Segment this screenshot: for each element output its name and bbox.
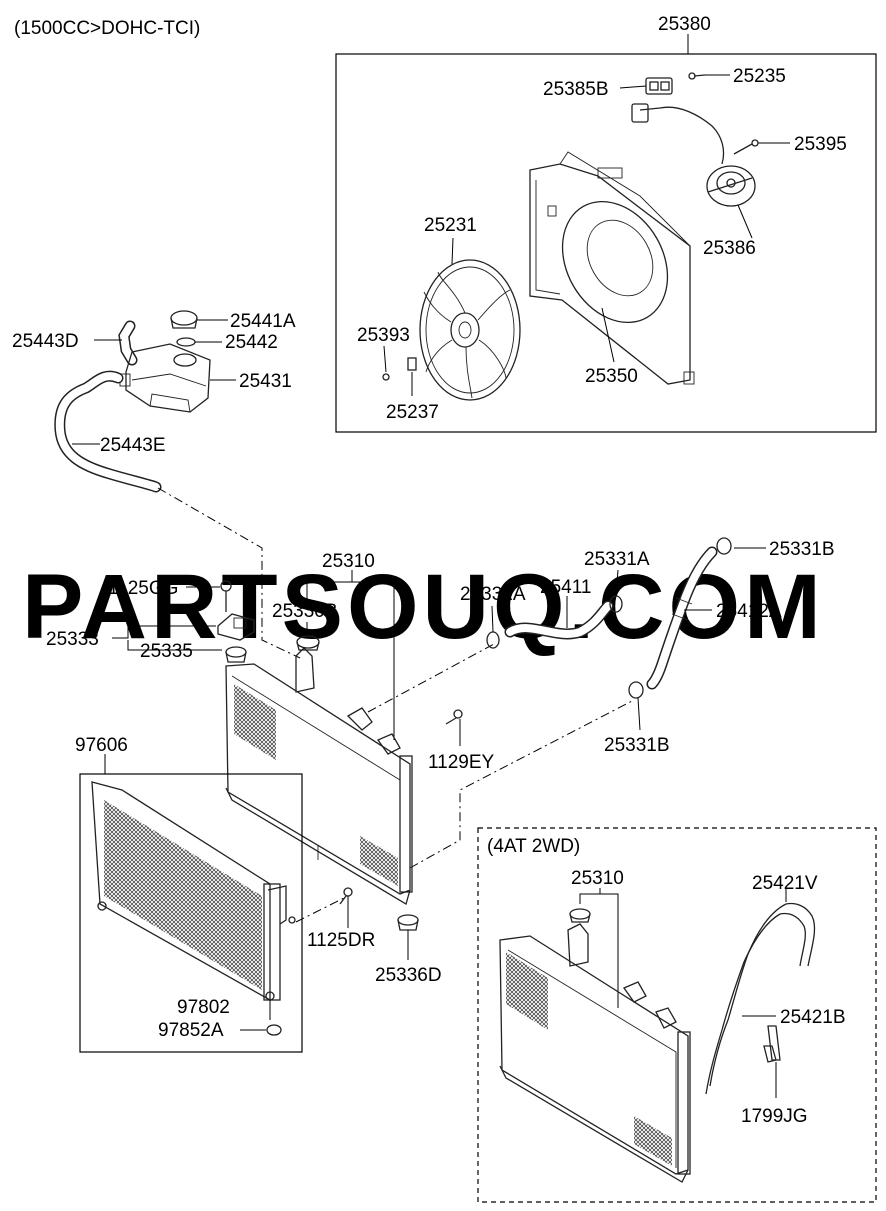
reservoir-cap-part[interactable] bbox=[170, 310, 198, 329]
washer-part[interactable] bbox=[407, 357, 417, 371]
fan-assembly-box bbox=[335, 53, 877, 433]
label-25310: 25310 bbox=[322, 551, 375, 572]
label-25443E: 25443E bbox=[100, 435, 166, 456]
label-97606: 97606 bbox=[75, 735, 128, 756]
condenser-bolt-part[interactable] bbox=[339, 887, 353, 905]
radiator-4at-part[interactable] bbox=[499, 923, 691, 1183]
label-25421B: 25421B bbox=[780, 1007, 846, 1028]
routing-line-upper-hose bbox=[367, 643, 495, 713]
label-25431: 25431 bbox=[239, 371, 292, 392]
radiator-group: 25310 25330B 1125GG 25333 25335 bbox=[46, 537, 835, 986]
variant-4at-2wd-group: (4AT 2WD) 25310 254 bbox=[477, 827, 877, 1203]
cooling-fan-part[interactable] bbox=[419, 259, 521, 401]
condenser-part[interactable] bbox=[91, 781, 296, 1002]
label-25235: 25235 bbox=[733, 66, 786, 87]
label-25333: 25333 bbox=[46, 629, 99, 650]
condenser-group: 97606 97802 97852A bbox=[75, 735, 303, 1053]
label-97802: 97802 bbox=[177, 997, 230, 1018]
label-25331A-left: 25331A bbox=[460, 584, 526, 605]
bracket-bolt-part[interactable] bbox=[220, 580, 232, 612]
label-25330B: 25330B bbox=[272, 601, 338, 622]
label-1799JG: 1799JG bbox=[741, 1106, 808, 1127]
upper-insulator-part[interactable] bbox=[225, 646, 247, 663]
overflow-hose-part[interactable] bbox=[118, 320, 138, 366]
radiator-cap-part[interactable] bbox=[296, 635, 320, 651]
connector-part[interactable] bbox=[645, 77, 673, 95]
radiator-part[interactable] bbox=[225, 647, 413, 905]
routing-line-condenser bbox=[295, 897, 345, 923]
label-25331B-top: 25331B bbox=[769, 539, 835, 560]
upper-hose-part[interactable] bbox=[504, 600, 614, 640]
engine-spec-title: (1500CC>DOHC-TCI) bbox=[14, 18, 200, 39]
hose-clip-part[interactable] bbox=[763, 1025, 781, 1063]
label-25442: 25442 bbox=[225, 332, 278, 353]
label-97852A: 97852A bbox=[158, 1020, 224, 1041]
label-25395: 25395 bbox=[794, 134, 847, 155]
nut-part[interactable] bbox=[382, 373, 390, 381]
label-25411: 25411 bbox=[540, 577, 591, 598]
label-25421V: 25421V bbox=[752, 873, 818, 894]
lower-hose-part[interactable] bbox=[646, 546, 718, 690]
hose-clamp-top[interactable] bbox=[716, 537, 732, 555]
routing-line-lower-hose bbox=[409, 699, 635, 869]
fan-motor-part[interactable] bbox=[706, 165, 756, 207]
drain-bolt-part[interactable] bbox=[445, 709, 463, 725]
label-25412A: 25412A bbox=[716, 601, 782, 622]
reservoir-hose-part[interactable] bbox=[54, 370, 162, 493]
label-25237: 25237 bbox=[386, 402, 439, 423]
label-25386: 25386 bbox=[703, 238, 756, 259]
label-25350: 25350 bbox=[585, 366, 638, 387]
variant-4at-box bbox=[477, 827, 877, 1203]
reservoir-tank-part[interactable] bbox=[119, 343, 211, 413]
label-25231: 25231 bbox=[424, 215, 477, 236]
mounting-bracket-part[interactable] bbox=[217, 613, 255, 641]
wiring-harness bbox=[639, 106, 725, 165]
label-25335: 25335 bbox=[140, 641, 193, 662]
label-1125DR: 1125DR bbox=[307, 930, 375, 951]
bolt-part[interactable] bbox=[733, 139, 759, 155]
condenser-box bbox=[79, 773, 303, 1053]
label-25441A: 25441A bbox=[230, 311, 296, 332]
fan-assembly-group: 25380 25385B 25235 25386 bbox=[335, 14, 877, 433]
label-25393: 25393 bbox=[357, 325, 410, 346]
label-25443D: 25443D bbox=[12, 331, 79, 352]
fan-shroud-part[interactable] bbox=[529, 151, 695, 385]
radiator-cap-4at-part[interactable] bbox=[569, 908, 591, 923]
variant-4at-title: (4AT 2WD) bbox=[487, 836, 580, 857]
condenser-cap-part[interactable] bbox=[266, 1024, 282, 1036]
label-25336D: 25336D bbox=[375, 965, 442, 986]
label-25310-4at: 25310 bbox=[571, 868, 624, 889]
oil-cooler-hose-part[interactable] bbox=[705, 902, 816, 1095]
lower-insulator-part[interactable] bbox=[397, 914, 419, 931]
label-25331B-bottom: 25331B bbox=[604, 735, 670, 756]
label-25331A-right: 25331A bbox=[584, 549, 650, 570]
label-25385B: 25385B bbox=[543, 79, 609, 100]
routing-line-reservoir bbox=[157, 487, 301, 659]
hose-clamp-bottom[interactable] bbox=[628, 681, 644, 699]
label-1125GG: 1125GG bbox=[108, 578, 178, 599]
o-ring-part[interactable] bbox=[176, 337, 196, 347]
screw-part[interactable] bbox=[688, 72, 706, 80]
label-1129EY: 1129EY bbox=[428, 752, 495, 773]
label-25380: 25380 bbox=[658, 14, 711, 35]
reservoir-group: 25441A 25442 25443D 25431 25443E bbox=[12, 310, 296, 493]
